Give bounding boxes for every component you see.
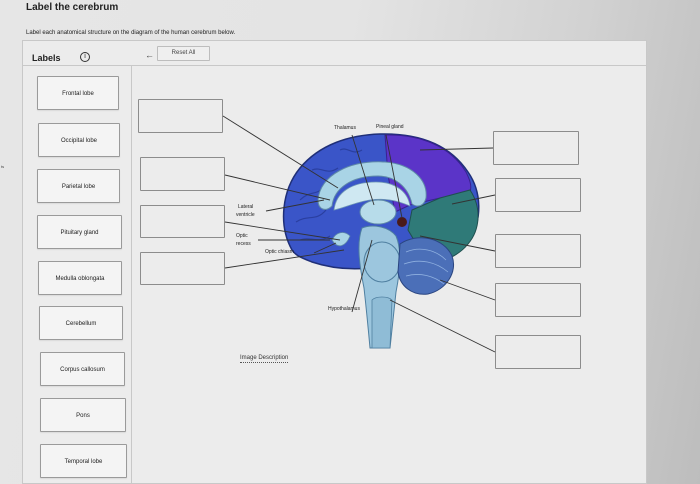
page-title: Label the cerebrum <box>26 2 119 13</box>
instructions-text: Label each anatomical structure on the d… <box>26 30 236 36</box>
drop-target[interactable] <box>140 157 225 191</box>
optic-chiasm-label: Optic chiasm <box>265 249 294 255</box>
pineal-gland <box>397 217 407 227</box>
drop-target[interactable] <box>140 252 225 285</box>
drop-target[interactable] <box>495 335 581 369</box>
info-icon[interactable]: i <box>80 52 90 62</box>
lateral-ventricle <box>333 181 411 211</box>
drop-target[interactable] <box>495 178 581 212</box>
label-occipital-lobe[interactable]: Occipital lobe <box>38 123 120 157</box>
corpus-callosum <box>317 161 427 210</box>
toolbar <box>22 40 647 66</box>
thalamus <box>359 199 397 225</box>
lateral-ventricle-label: ventricle <box>236 212 255 218</box>
lateral-ventricle-label: Lateral <box>238 204 254 210</box>
optic-recess-label: recess <box>236 241 251 247</box>
label-parietal-lobe[interactable]: Parietal lobe <box>37 169 120 203</box>
drop-target[interactable] <box>495 283 581 317</box>
drop-target[interactable] <box>493 131 579 165</box>
label-medulla-oblongata[interactable]: Medulla oblongata <box>38 261 122 295</box>
thalamus-label: Thalamus <box>334 125 356 131</box>
edge-mark: ts <box>1 164 5 169</box>
drop-target[interactable] <box>140 205 225 238</box>
labels-column <box>22 66 132 484</box>
cerebellum <box>397 237 454 295</box>
label-corpus-callosum[interactable]: Corpus callosum <box>40 352 125 386</box>
medulla <box>371 296 393 349</box>
drop-target[interactable] <box>495 234 581 268</box>
optic-recess-label: Optic <box>236 233 248 239</box>
label-frontal-lobe[interactable]: Frontal lobe <box>37 76 119 110</box>
optic-chiasm <box>331 232 351 247</box>
image-description-link[interactable]: Image Description <box>240 355 289 363</box>
label-pons[interactable]: Pons <box>40 398 126 432</box>
leader-lines <box>222 115 496 353</box>
cerebellum-folia <box>403 248 449 285</box>
label-cerebellum[interactable]: Cerebellum <box>39 306 123 340</box>
labels-heading: Labels <box>32 53 61 63</box>
undo-arrow-icon[interactable]: ← <box>145 50 154 60</box>
hypothalamus-label: Hypothalamus <box>328 306 360 312</box>
reset-all-button[interactable]: Reset All <box>157 46 210 61</box>
label-temporal-lobe[interactable]: Temporal lobe <box>40 444 127 478</box>
drop-target[interactable] <box>138 99 223 133</box>
pineal-gland-label: Pineal gland <box>376 124 404 130</box>
label-pituitary-gland[interactable]: Pituitary gland <box>37 215 122 249</box>
